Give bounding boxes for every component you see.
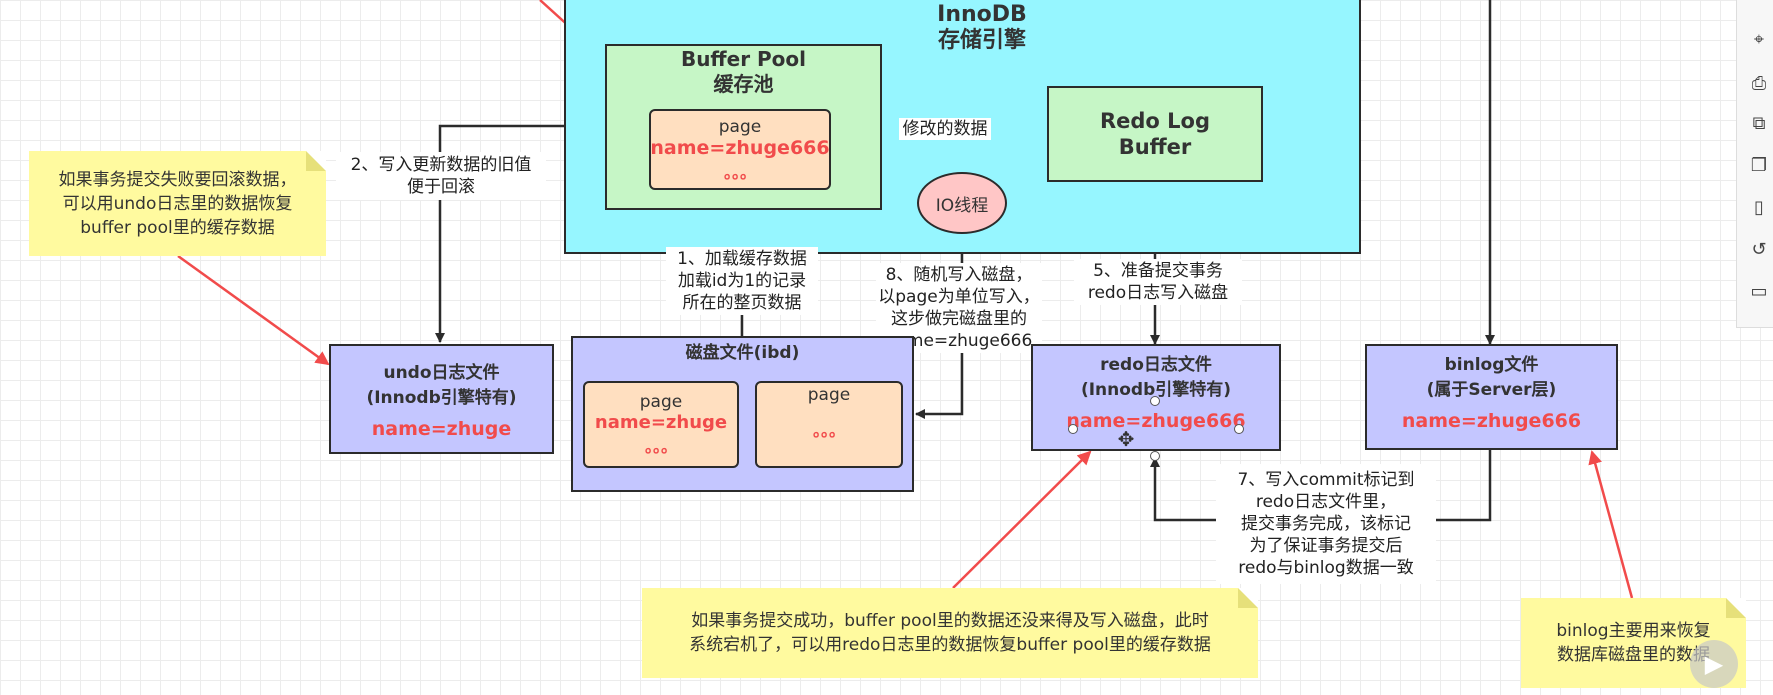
- step8-line3: 这步做完磁盘里的: [891, 309, 1027, 329]
- note-undo-line1: 如果事务提交失败要回滚数据，: [58, 169, 297, 190]
- step7-line2: redo日志文件里，: [1255, 492, 1397, 512]
- red-arrow-undo: [177, 254, 330, 366]
- note-redo-line2: 系统宕机了，可以用redo日志里的数据恢复buffer pool里的缓存数据: [689, 635, 1211, 655]
- arrow-to-undo: [435, 124, 564, 343]
- arrange-icon[interactable]: ⧉: [1752, 112, 1766, 134]
- move-cursor-icon: ✥: [1117, 427, 1135, 451]
- step7-label: 7、写入commit标记到 redo日志文件里， 提交事务完成，该标记 为了保证…: [1216, 464, 1436, 584]
- redo-file-line1: redo日志文件: [1100, 355, 1212, 375]
- page-icon[interactable]: ▯: [1754, 196, 1764, 218]
- selection-handle-top[interactable]: [1150, 396, 1160, 406]
- disk-page-2: page 。。。: [755, 381, 903, 468]
- disk-page1-value: name=zhuge: [594, 412, 728, 433]
- undo-file-box: undo日志文件 (Innodb引擎特有) name=zhuge: [329, 344, 554, 454]
- note-binlog-line1: binlog主要用来恢复: [1556, 621, 1711, 641]
- red-arrow-redo: [952, 450, 1092, 589]
- bp-page-label: page: [718, 116, 762, 137]
- binlog-file-line2: (属于Server层): [1426, 380, 1557, 400]
- step7-line4: 为了保证事务提交后: [1249, 536, 1403, 556]
- step7-line1: 7、写入commit标记到: [1237, 470, 1415, 490]
- disk-page-1: page name=zhuge 。。。: [583, 381, 739, 468]
- history-icon[interactable]: ↺: [1751, 238, 1767, 260]
- top-right-fragment-text: ... ... ...: [1440, 0, 1492, 4]
- redo-buffer-line2: Buffer: [1118, 135, 1192, 159]
- play-icon[interactable]: ▶: [1690, 640, 1738, 688]
- selection-handle-right[interactable]: [1234, 424, 1244, 434]
- innodb-title-text: InnoDB: [937, 2, 1027, 27]
- buffer-pool-subtitle-text: 缓存池: [713, 72, 774, 96]
- buffer-pool-page: page name=zhuge666 。。。: [649, 109, 831, 190]
- step1-line3: 所在的整页数据: [682, 293, 802, 313]
- note-fold: [1726, 598, 1746, 618]
- note-redo-line1: 如果事务提交成功，buffer pool里的数据还没来得及写入磁盘，此时: [691, 611, 1209, 631]
- step8-line2: 以page为单位写入，: [878, 287, 1040, 307]
- selection-handle-left[interactable]: [1068, 424, 1078, 434]
- step8-line1: 8、随机写入磁盘，: [885, 265, 1033, 285]
- io-thread-ellipse: IO线程: [917, 172, 1007, 234]
- format-icon[interactable]: ⎙: [1751, 72, 1767, 94]
- binlog-file-line1: binlog文件: [1444, 355, 1539, 375]
- step2-line1: 2、写入更新数据的旧值: [350, 155, 532, 175]
- redo-file-line2: (Innodb引擎特有): [1080, 380, 1232, 400]
- selection-handle-bottom[interactable]: [1150, 451, 1160, 461]
- redo-log-buffer-box: Redo Log Buffer: [1047, 86, 1263, 182]
- undo-file-line2: (Innodb引擎特有): [366, 388, 517, 408]
- buffer-pool-title-text: Buffer Pool: [680, 47, 807, 71]
- step5-line1: 5、准备提交事务: [1093, 261, 1223, 281]
- note-undo-line2: 可以用undo日志里的数据恢复: [62, 193, 293, 214]
- binlog-file-value: name=zhuge666: [1401, 410, 1582, 432]
- disk-page1-label: page: [639, 392, 683, 412]
- step8-label: 8、随机写入磁盘， 以page为单位写入， 这步做完磁盘里的 name=zhug…: [876, 263, 1042, 353]
- step7-line5: redo与binlog数据一致: [1238, 558, 1414, 578]
- step5-label: 5、准备提交事务 redo日志写入磁盘: [1074, 259, 1242, 305]
- innodb-subtitle-text: 存储引擎: [937, 28, 1026, 53]
- top-right-fragment: ... ... ...: [1440, 0, 1560, 4]
- note-binlog-line2: 数据库磁盘里的数据: [1557, 645, 1710, 665]
- disk-page2-label: page: [807, 385, 851, 405]
- red-arrow-binlog: [1588, 450, 1634, 599]
- step2-label: 2、写入更新数据的旧值 便于回滚: [336, 152, 546, 200]
- disk-file-title-text: 磁盘文件(ibd): [685, 342, 800, 363]
- buffer-pool-title: Buffer Pool 缓存池: [605, 46, 882, 98]
- note-redo: 如果事务提交成功，buffer pool里的数据还没来得及写入磁盘，此时 系统宕…: [642, 588, 1258, 678]
- navigate-icon[interactable]: ⌖: [1753, 28, 1765, 50]
- step8-line4: name=zhuge666: [885, 331, 1033, 351]
- note-fold: [306, 151, 326, 171]
- right-toolbar: [1736, 0, 1773, 328]
- pages-icon[interactable]: ❐: [1750, 154, 1768, 176]
- step7-line3: 提交事务完成，该标记: [1241, 514, 1411, 534]
- step1-line2: 加载id为1的记录: [677, 271, 807, 291]
- binlog-file-box: binlog文件 (属于Server层) name=zhuge666: [1365, 344, 1618, 450]
- disk-file-title: 磁盘文件(ibd): [571, 338, 914, 363]
- note-undo: 如果事务提交失败要回滚数据， 可以用undo日志里的数据恢复 buffer po…: [29, 151, 326, 256]
- modified-data-text: 修改的数据: [902, 119, 988, 139]
- bp-page-value: name=zhuge666: [650, 136, 830, 159]
- undo-file-line1: undo日志文件: [383, 363, 500, 383]
- step1-line1: 1、加载缓存数据: [677, 249, 807, 269]
- undo-file-value: name=zhuge: [371, 418, 512, 440]
- step5-line2: redo日志写入磁盘: [1087, 283, 1229, 303]
- io-thread-label: IO线程: [935, 195, 989, 216]
- redo-buffer-line1: Redo Log: [1099, 109, 1211, 133]
- redo-file-value: name=zhuge666: [1066, 410, 1246, 432]
- note-fold: [1238, 588, 1258, 608]
- note-undo-line3: buffer pool里的缓存数据: [80, 217, 275, 238]
- comment-icon[interactable]: ▭: [1750, 280, 1768, 302]
- disk-page2-dots: 。。。: [812, 421, 845, 440]
- disk-page1-dots: 。。。: [644, 437, 677, 456]
- step2-line2: 便于回滚: [407, 177, 475, 197]
- step1-label: 1、加载缓存数据 加载id为1的记录 所在的整页数据: [666, 247, 818, 315]
- innodb-title: InnoDB 存储引擎: [882, 0, 1082, 56]
- bp-page-dots: 。。。: [723, 162, 756, 182]
- modified-data-label: 修改的数据: [899, 118, 991, 140]
